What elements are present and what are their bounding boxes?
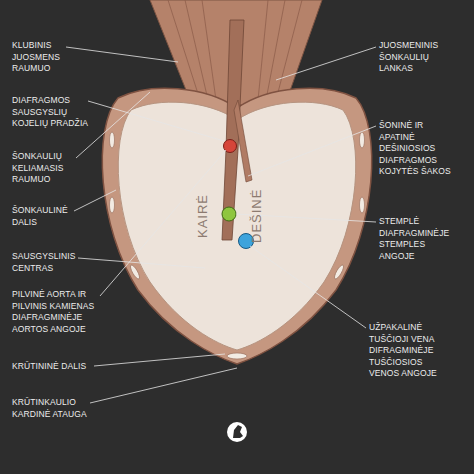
- opening-label: STEMPLĖ DIAFRAGMINĖJE STEMPLES ANGOJE: [379, 216, 457, 262]
- part-label: ŠONKAULINĖ DALIS: [12, 205, 76, 228]
- opening-label: UŽPAKALINĖ TUŠČIOJI VENA DIFRAGMINĖJE TU…: [369, 322, 453, 380]
- side-label: KAIRĖ: [196, 194, 210, 238]
- muscle-label: ŠONKAULIŲ KELIAMASIS RAUMUO: [12, 151, 78, 186]
- part-label: DIAFRAGMOS SAUSGYSLIŲ KOJELIŲ PRADŽIA: [12, 95, 92, 130]
- crus-branch: [234, 100, 252, 182]
- part-label: KRŪTINKAULIO KARDINĖ ATAUGA: [12, 397, 90, 420]
- part-label: KRŪTININĖ DALIS: [12, 361, 96, 373]
- part-label: JUOSMENINIS ŠONKAULIŲ LANKAS: [379, 40, 449, 75]
- diaphragm-muscle: [102, 88, 371, 364]
- logo-circle: [227, 422, 247, 442]
- side-label: DEŠINĖ: [250, 189, 264, 243]
- opening-label: PILVINĖ AORTA IR PILVINIS KAMIENAS DIAFR…: [12, 289, 102, 335]
- leader-lines: [66, 47, 376, 403]
- esophageal-hiatus: [222, 207, 236, 221]
- part-label: SAUSGYSLINIS CENTRAS: [12, 251, 82, 274]
- logo-horse: [233, 425, 243, 438]
- part-label: ŠONINĖ IR APATINĖ DEŠINIOSIOS DIAFRAGMOS…: [379, 120, 455, 178]
- muscle-label: KLUBINIS JUOSMENS RAUMUO: [12, 40, 70, 75]
